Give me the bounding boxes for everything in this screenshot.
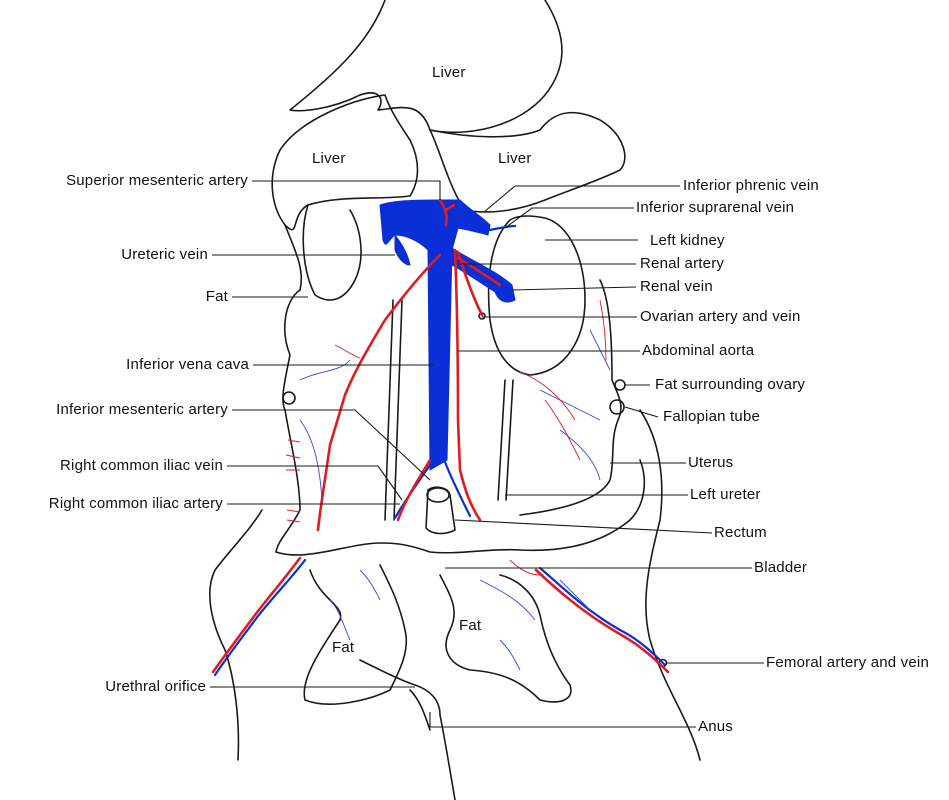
perineum-outline-2 <box>409 689 431 731</box>
right-ureter-outline <box>384 299 403 521</box>
label-bladder: Bladder <box>754 559 808 576</box>
right-common-iliac-artery <box>316 253 442 532</box>
fat-lower-left-outline <box>303 564 408 705</box>
pelvis-outline <box>275 459 646 556</box>
fat-center-left-label: Fat <box>332 639 355 656</box>
left-ureter-outline <box>497 379 514 501</box>
perineum-outline <box>359 659 456 800</box>
label-anus: Anus <box>698 718 733 735</box>
label-ureteric-vein: Ureteric vein <box>121 246 208 263</box>
label-renal-vein: Renal vein <box>640 278 713 295</box>
abdominal-aorta <box>453 248 482 522</box>
liver-top-outline <box>289 0 563 134</box>
label-right-common-iliac-artery: Right common iliac artery <box>48 495 223 512</box>
leader-lines-left <box>210 180 441 688</box>
fine-artery-network <box>285 299 607 576</box>
label-fallopian-tube: Fallopian tube <box>663 408 761 425</box>
label-abdominal-aorta: Abdominal aorta <box>642 342 755 359</box>
label-inferior-vena-cava: Inferior vena cava <box>126 356 249 373</box>
ovarian-artery <box>456 250 484 317</box>
femoral-vein-left <box>538 566 667 667</box>
femoral-artery-right <box>211 556 302 674</box>
liver-left-label: Liver <box>312 150 346 167</box>
label-renal-artery: Renal artery <box>640 255 725 272</box>
body-right-outer <box>639 409 701 761</box>
liver-left-outline <box>271 94 419 231</box>
right-common-iliac-vein <box>393 460 472 520</box>
rectum-outline <box>425 486 456 535</box>
label-right-common-iliac-vein: Right common iliac vein <box>60 457 223 474</box>
leader-lines-right <box>429 185 764 728</box>
left-fallopian-mark <box>609 399 625 415</box>
body-right-outline <box>519 279 622 516</box>
label-inferior-phrenic-vein: Inferior phrenic vein <box>683 177 819 194</box>
label-urethral-orifice: Urethral orifice <box>105 678 206 695</box>
liver-top-label: Liver <box>432 64 466 81</box>
fat-left-outline <box>302 204 362 301</box>
label-inferior-mesenteric-artery: Inferior mesenteric artery <box>56 401 228 418</box>
superior-mesenteric-artery <box>438 198 456 227</box>
label-ovarian-artery-and-vein: Ovarian artery and vein <box>640 308 801 325</box>
left-ovary-mark <box>614 379 626 391</box>
inferior-phrenic-vein <box>466 208 517 232</box>
label-uterus: Uterus <box>688 454 734 471</box>
body-left-outline <box>275 224 303 553</box>
label-inferior-suprarenal-vein: Inferior suprarenal vein <box>636 199 795 216</box>
iliac-artery-lower <box>396 458 432 522</box>
label-fat-left: Fat <box>205 288 228 305</box>
body-left-outer <box>209 509 263 761</box>
label-fat-surrounding-ovary: Fat surrounding ovary <box>655 376 806 393</box>
label-left-kidney: Left kidney <box>650 232 725 249</box>
femoral-artery-left <box>534 568 670 674</box>
fine-vein-network <box>299 329 611 671</box>
femoral-vein-right <box>213 558 307 677</box>
ureteric-vein-branch <box>394 233 411 266</box>
rectum-opening <box>426 487 450 503</box>
label-femoral-artery-and-vein: Femoral artery and vein <box>766 654 930 671</box>
liver-right-label: Liver <box>498 150 532 167</box>
label-left-ureter: Left ureter <box>690 486 761 503</box>
right-ovary-mark <box>282 391 296 405</box>
label-superior-mesenteric-artery: Superior mesenteric artery <box>66 172 248 189</box>
fat-lower-right-outline <box>439 574 572 703</box>
left-kidney-outline <box>487 215 586 376</box>
fat-center-right-label: Fat <box>459 617 482 634</box>
label-rectum: Rectum <box>714 524 767 541</box>
